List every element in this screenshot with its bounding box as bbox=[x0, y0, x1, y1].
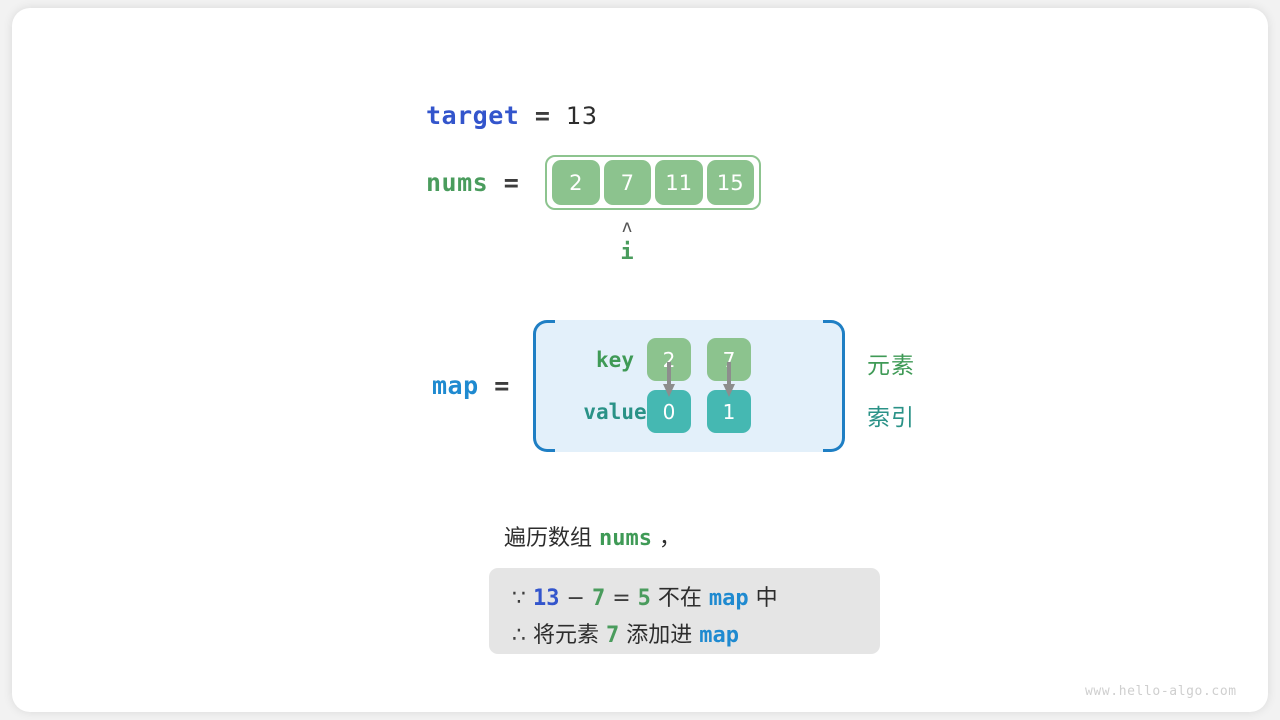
nums-row-label: nums = bbox=[426, 168, 519, 197]
nums-array-frame: 2 7 11 15 bbox=[545, 155, 761, 210]
map-value-cell: 0 bbox=[647, 390, 691, 433]
map-equals-sign: = bbox=[494, 371, 510, 400]
array-cell: 2 bbox=[552, 160, 600, 205]
map-value-row-label: value bbox=[583, 400, 647, 424]
note-current-element: 7 bbox=[591, 586, 606, 611]
index-pointer-caret: ʌ bbox=[621, 217, 633, 237]
map-key-row-label: key bbox=[596, 348, 634, 372]
key-to-value-arrow-icon bbox=[663, 362, 675, 397]
nums-variable-label: nums bbox=[426, 168, 489, 197]
note-line2-start-text: 将元素 bbox=[533, 623, 600, 648]
note-minus-operator: − bbox=[566, 586, 585, 611]
note-line-therefore: ∴ 将元素 7 添加进 map bbox=[512, 617, 739, 649]
watermark: www.hello-algo.com bbox=[1085, 684, 1237, 699]
note-target-value: 13 bbox=[533, 586, 560, 611]
nums-equals-sign: = bbox=[503, 168, 520, 197]
narration-prefix: 遍历数组 bbox=[504, 526, 593, 551]
narration-text: 遍历数组 nums ， bbox=[504, 520, 681, 552]
note-line-because: ∵ 13 − 7 = 5 不在 map 中 bbox=[512, 580, 778, 612]
note-complement-value: 5 bbox=[637, 586, 651, 611]
map-key-caption: 元素 bbox=[867, 353, 915, 379]
index-pointer-label: i bbox=[620, 240, 634, 265]
narration-code: nums bbox=[599, 526, 652, 551]
narration-suffix: ， bbox=[659, 526, 682, 551]
note-line1-mid-text: 不在 bbox=[657, 586, 702, 611]
target-equals-sign: = bbox=[534, 101, 551, 130]
map-value-caption: 索引 bbox=[867, 405, 915, 431]
therefore-symbol: ∴ bbox=[512, 623, 526, 648]
map-variable-label: map bbox=[432, 371, 479, 400]
note-line2-map: map bbox=[699, 623, 740, 648]
note-added-element: 7 bbox=[606, 623, 620, 648]
map-container: key value 2 7 0 1 bbox=[533, 320, 845, 452]
note-line1-map: map bbox=[708, 586, 749, 611]
note-line1-end-text: 中 bbox=[755, 586, 778, 611]
because-symbol: ∵ bbox=[512, 586, 526, 611]
diagram-card: target = 13 nums = 2 7 11 15 ʌ i map = k… bbox=[12, 8, 1268, 712]
target-variable-label: target bbox=[426, 101, 520, 130]
key-to-value-arrow-icon bbox=[723, 362, 735, 397]
map-row-label: map = bbox=[432, 371, 510, 400]
note-line2-mid-text: 添加进 bbox=[626, 623, 693, 648]
array-cell: 11 bbox=[655, 160, 703, 205]
map-value-cell: 1 bbox=[707, 390, 751, 433]
note-box: ∵ 13 − 7 = 5 不在 map 中 ∴ 将元素 7 添加进 map bbox=[489, 568, 880, 654]
target-row: target = 13 bbox=[426, 101, 598, 130]
array-cell: 15 bbox=[706, 160, 754, 205]
array-cell: 7 bbox=[603, 160, 651, 205]
note-equals-operator: = bbox=[612, 586, 631, 611]
target-value: 13 bbox=[566, 102, 598, 130]
